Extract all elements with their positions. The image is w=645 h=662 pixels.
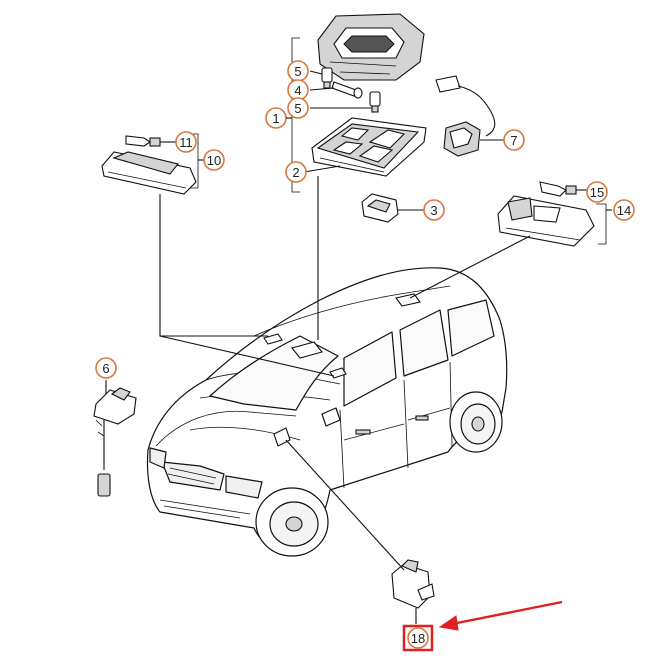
callout-10: 10 (203, 149, 225, 171)
connector-7-assembly (435, 75, 504, 157)
switch-3 (361, 193, 399, 223)
svg-text:4: 4 (294, 83, 301, 98)
svg-text:15: 15 (590, 185, 604, 200)
callout-2: 2 (285, 161, 307, 183)
svg-text:3: 3 (430, 203, 437, 218)
car-body (146, 267, 508, 557)
svg-text:5: 5 (294, 64, 301, 79)
callout-5-lower: 5 (287, 97, 309, 119)
switch-18 (391, 559, 435, 624)
rear-wheel (449, 391, 503, 453)
lamp-14-assembly (497, 181, 612, 247)
bulb-5-upper (321, 67, 333, 89)
callout-5-upper: 5 (287, 60, 309, 82)
callout-14: 14 (613, 199, 635, 221)
front-wheel (255, 487, 329, 557)
bulb-5-lower (369, 91, 381, 113)
svg-text:18: 18 (411, 631, 425, 646)
leader-lines (159, 176, 531, 571)
console-lens (311, 117, 427, 177)
bulb-11 (125, 135, 161, 147)
callout-4: 4 (287, 79, 309, 101)
door-contact-switch-6 (93, 380, 137, 497)
svg-text:14: 14 (617, 203, 631, 218)
svg-text:10: 10 (207, 153, 221, 168)
svg-text:7: 7 (510, 133, 517, 148)
svg-text:1: 1 (272, 111, 279, 126)
svg-text:11: 11 (179, 135, 193, 150)
lamp-10-assembly (101, 133, 206, 195)
red-pointer-arrow (438, 600, 563, 631)
callout-11: 11 (175, 131, 197, 153)
bulb-15 (539, 181, 577, 197)
svg-text:2: 2 (292, 165, 299, 180)
callout-15: 15 (586, 181, 608, 203)
callout-18-highlighted: 18 (402, 624, 434, 652)
callout-3: 3 (423, 199, 445, 221)
svg-text:5: 5 (294, 101, 301, 116)
svg-text:6: 6 (102, 361, 109, 376)
callout-7: 7 (503, 129, 525, 151)
bulb-4 (331, 81, 363, 99)
callout-6: 6 (95, 357, 117, 379)
callout-1: 1 (265, 107, 292, 129)
overhead-console-assembly (291, 13, 427, 223)
